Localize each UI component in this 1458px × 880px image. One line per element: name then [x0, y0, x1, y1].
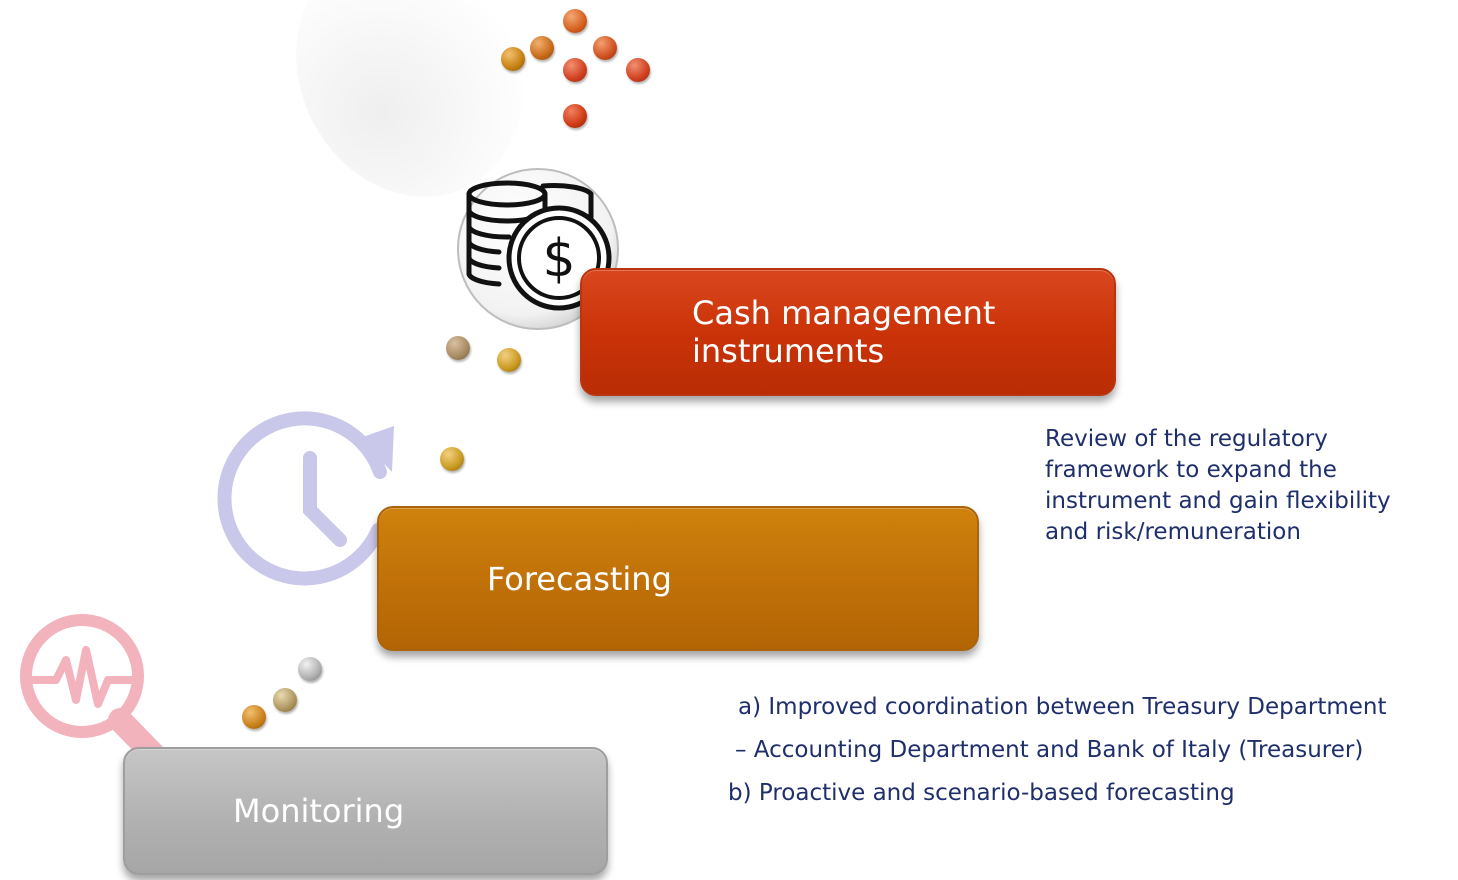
dot: [530, 36, 554, 60]
step-forecasting: Forecasting: [377, 506, 979, 651]
dot: [501, 47, 525, 71]
dot: [242, 705, 266, 729]
dot: [497, 348, 521, 372]
coordination-line: – Accounting Department and Bank of Ital…: [735, 737, 1364, 763]
dot: [563, 9, 587, 33]
coordination-line: b) Proactive and scenario-based forecast…: [728, 780, 1235, 806]
dot: [298, 657, 322, 681]
step-cash-management: Cash management instruments: [580, 268, 1116, 396]
step-label: Forecasting: [487, 559, 672, 598]
dot: [593, 36, 617, 60]
dot: [563, 104, 587, 128]
step-label: Monitoring: [233, 792, 405, 830]
clock-refresh-icon: [210, 400, 410, 600]
dot: [626, 58, 650, 82]
coordination-note: a) Improved coordination between Treasur…: [722, 686, 1457, 815]
dot: [446, 336, 470, 360]
coordination-line: a) Improved coordination between Treasur…: [738, 694, 1387, 720]
dot: [440, 447, 464, 471]
step-monitoring: Monitoring: [123, 747, 608, 875]
svg-text:$: $: [542, 229, 575, 289]
step-label: Cash management instruments: [692, 294, 996, 370]
dot: [273, 688, 297, 712]
coins-dollar-icon: $: [455, 166, 621, 332]
regulatory-note: Review of the regulatory framework to ex…: [1045, 426, 1391, 545]
dot: [563, 58, 587, 82]
